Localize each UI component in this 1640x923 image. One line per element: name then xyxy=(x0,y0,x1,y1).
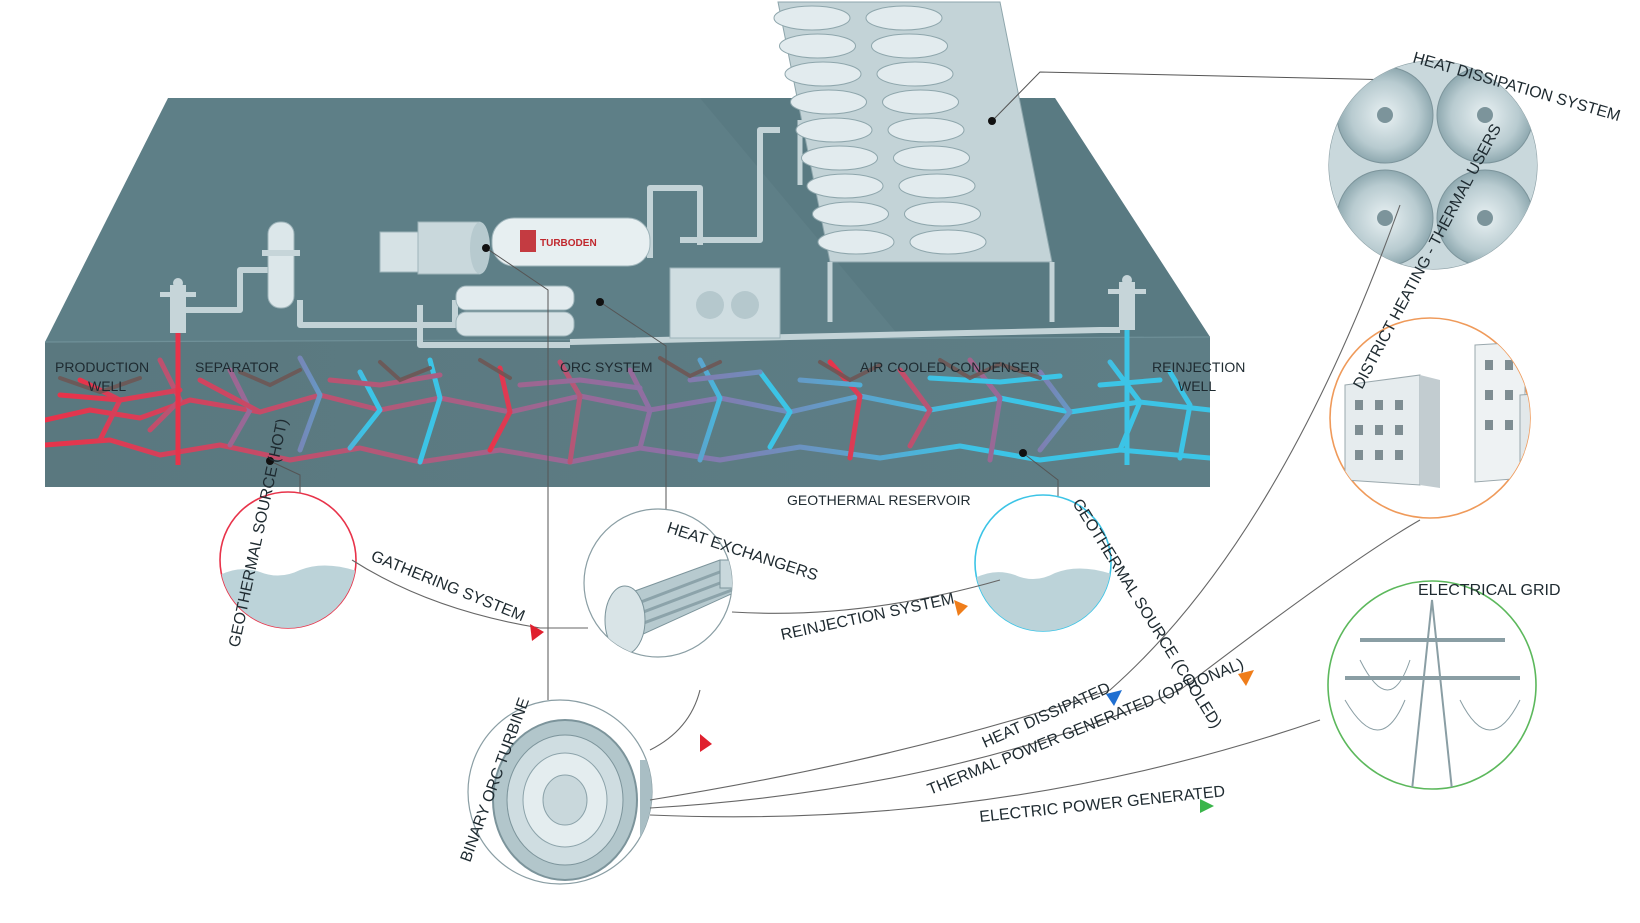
pump-skid xyxy=(669,267,781,339)
condenser-fan-array xyxy=(773,5,987,255)
separator-vessel xyxy=(262,221,300,309)
ground-front xyxy=(45,337,1210,487)
separator-label: SEPARATOR xyxy=(195,359,279,375)
condenser-fan xyxy=(871,33,948,59)
condenser-fan xyxy=(909,229,987,255)
air-cooled-condenser-label: AIR COOLED CONDENSER xyxy=(860,359,1040,375)
electrical-grid-label: ELECTRICAL GRID xyxy=(1418,582,1561,599)
district-heating-circle xyxy=(1329,317,1531,519)
condenser-fan xyxy=(898,173,976,199)
plant-heat-exchanger xyxy=(455,285,575,337)
condenser-fan xyxy=(817,229,895,255)
leader-lines xyxy=(266,71,1401,700)
turboden-tank: TURBODEN xyxy=(491,217,651,267)
electric-power-label: ELECTRIC POWER GENERATED xyxy=(979,783,1226,826)
plant-labels: PRODUCTION WELL SEPARATOR ORC SYSTEM AIR… xyxy=(55,359,1245,508)
condenser-fan xyxy=(865,5,943,31)
ground-block xyxy=(44,98,1211,487)
flow-lines xyxy=(351,204,1421,818)
condenser-fan xyxy=(812,201,889,227)
reinjection-well-label-1: REINJECTION xyxy=(1152,359,1245,375)
production-well xyxy=(160,278,196,465)
condenser-fan xyxy=(806,173,884,199)
air-cooled-condenser xyxy=(773,1,1055,322)
condenser-fan xyxy=(887,117,965,143)
condenser-fan xyxy=(904,201,981,227)
condenser-fan xyxy=(784,61,862,87)
gathering-system-label: GATHERING SYSTEM xyxy=(369,548,528,625)
electrical-grid-circle xyxy=(1327,580,1537,790)
condenser-fan xyxy=(893,145,970,171)
condenser-fan xyxy=(773,5,851,31)
condenser-fan xyxy=(882,89,959,115)
reinjection-well xyxy=(1108,275,1146,465)
electric-power-arrow xyxy=(1200,799,1214,813)
heat-exchangers-circle xyxy=(583,508,733,658)
gathering-system-arrow xyxy=(530,624,544,641)
condenser-fan xyxy=(795,117,873,143)
orc-turbine-skid xyxy=(379,221,490,275)
upper-fractures xyxy=(58,356,1042,395)
reinjection-system-arrow xyxy=(954,600,968,616)
turboden-logo: TURBODEN xyxy=(540,238,597,249)
hx-to-turbine-arrow xyxy=(700,734,712,752)
heat-dissipation-system-circle xyxy=(1328,60,1538,270)
orc-system-label: ORC SYSTEM xyxy=(560,359,653,375)
production-well-label-2: WELL xyxy=(88,378,126,394)
condenser-fan xyxy=(790,89,867,115)
flow-arrows xyxy=(530,600,1254,813)
binary-orc-turbine-circle xyxy=(467,699,653,885)
production-well-label-1: PRODUCTION xyxy=(55,359,149,375)
thermal-power-label: THERMAL POWER GENERATED (OPTIONAL) xyxy=(925,656,1246,799)
reinjection-well-label-2: WELL xyxy=(1178,378,1216,394)
reservoir-fractures xyxy=(45,355,1210,465)
reinjection-system-label: REINJECTION SYSTEM xyxy=(779,591,956,644)
heat-dissipated-arrow xyxy=(1106,690,1122,706)
condenser-fan xyxy=(876,61,954,87)
geothermal-reservoir-label: GEOTHERMAL RESERVOIR xyxy=(787,492,971,508)
condenser-fan xyxy=(801,145,878,171)
thermal-power-arrow xyxy=(1238,670,1254,686)
condenser-fan xyxy=(779,33,856,59)
